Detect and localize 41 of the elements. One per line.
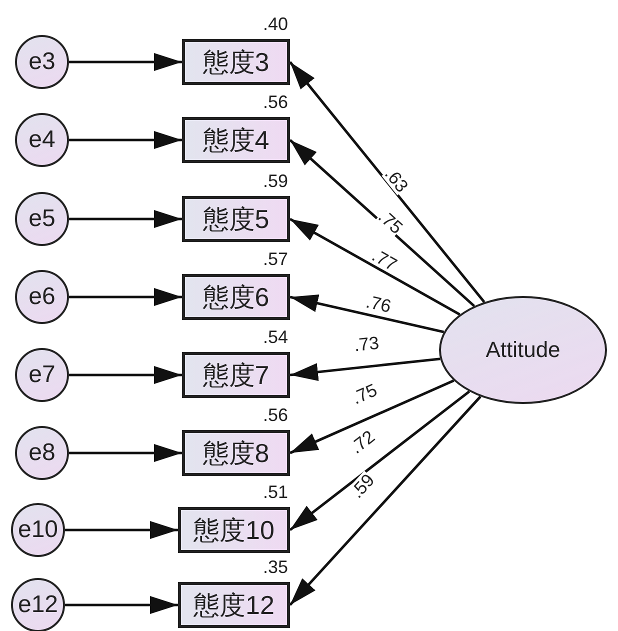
error-circle: e8 <box>15 426 69 480</box>
error-circle: e5 <box>15 192 69 246</box>
arrow <box>289 379 454 454</box>
arrow <box>69 444 182 462</box>
arrow <box>65 521 178 539</box>
variable-box: 態度3 <box>182 39 290 85</box>
variable-box: 態度6 <box>182 274 290 320</box>
value-label: .59 <box>262 172 288 190</box>
arrow <box>69 210 182 228</box>
value-label: .56 <box>262 406 288 424</box>
arrow <box>69 366 182 384</box>
arrow <box>65 596 178 614</box>
arrow <box>289 396 482 606</box>
variable-box: 態度10 <box>178 507 290 553</box>
value-label: .51 <box>262 483 288 501</box>
error-circle: e4 <box>15 113 69 167</box>
arrow <box>290 294 444 334</box>
error-circle: e7 <box>15 348 69 402</box>
arrow <box>69 288 182 306</box>
error-circle: e12 <box>11 578 65 631</box>
variable-box: 態度4 <box>182 117 290 163</box>
arrow <box>69 131 182 149</box>
value-label: .35 <box>262 558 288 576</box>
value-label: .57 <box>262 250 288 268</box>
arrow <box>289 139 476 307</box>
value-label: .40 <box>262 15 288 33</box>
error-circle: e3 <box>15 35 69 89</box>
arrow <box>289 218 460 316</box>
arrow <box>290 358 440 381</box>
variable-box: 態度5 <box>182 196 290 242</box>
error-circle: e6 <box>15 270 69 324</box>
error-circle: e10 <box>11 503 65 557</box>
value-label: .54 <box>262 328 288 346</box>
variable-box: 態度7 <box>182 352 290 398</box>
variable-box: 態度12 <box>178 582 290 628</box>
arrow <box>288 61 486 303</box>
value-label: .56 <box>262 93 288 111</box>
arrow <box>289 390 470 532</box>
arrow <box>69 53 182 71</box>
variable-box: 態度8 <box>182 430 290 476</box>
latent-ellipse: Attitude <box>439 296 607 404</box>
